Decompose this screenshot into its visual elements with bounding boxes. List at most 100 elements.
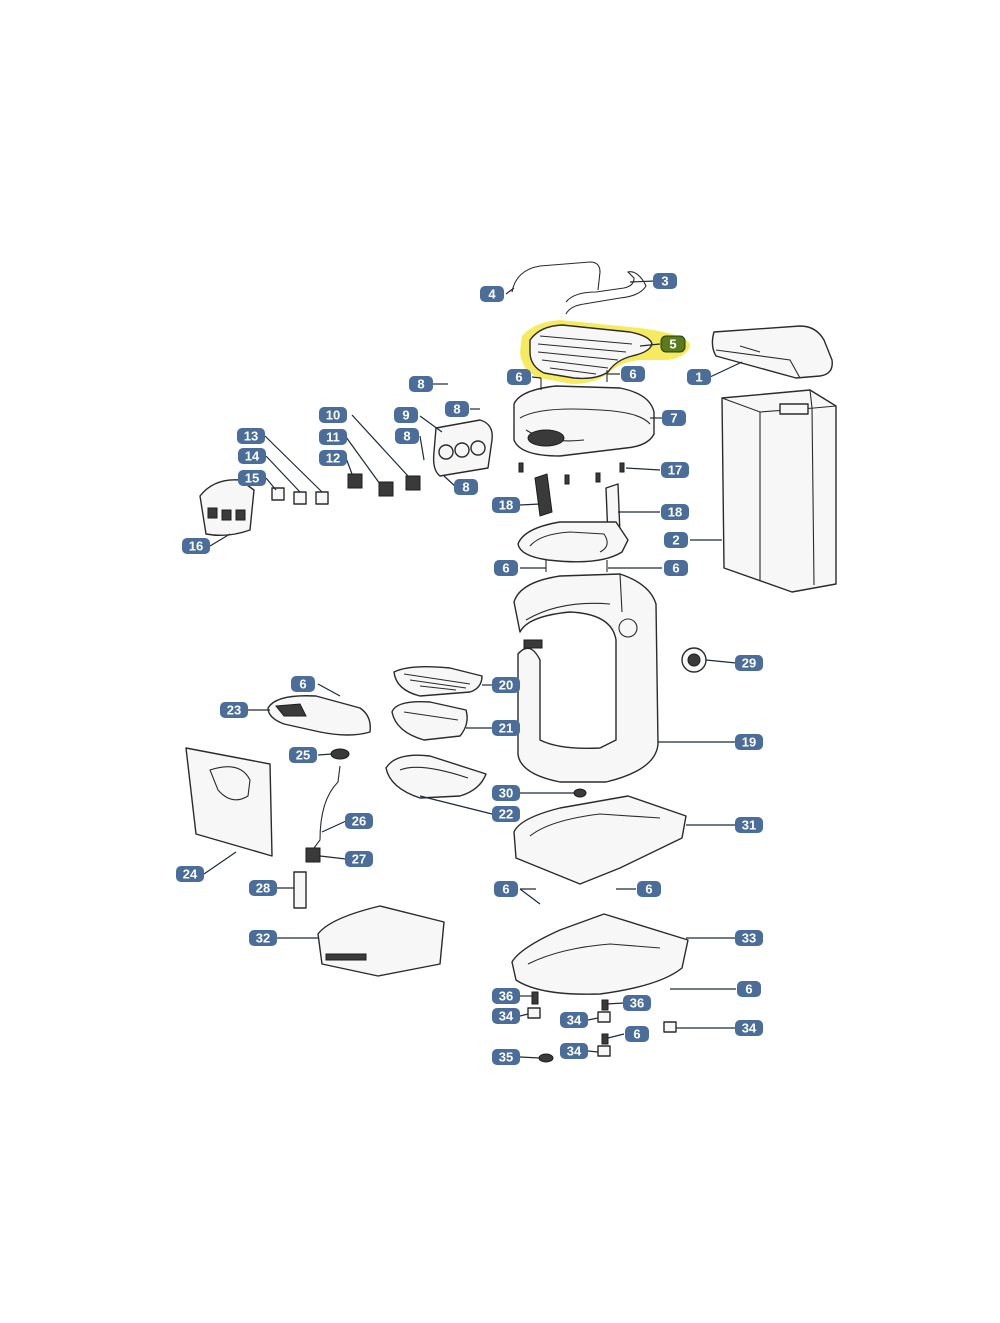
part-30-seal xyxy=(573,788,587,798)
callout-label: 8 xyxy=(403,429,410,444)
part-9-control-panel[interactable] xyxy=(432,419,493,477)
callout-c34d[interactable]: 34 xyxy=(560,1043,588,1059)
callout-c11[interactable]: 11 xyxy=(319,429,347,445)
callout-c33[interactable]: 33 xyxy=(735,930,763,946)
callout-c1[interactable]: 1 xyxy=(687,369,711,385)
part-26-tube xyxy=(313,765,341,849)
callout-c4[interactable]: 4 xyxy=(480,286,504,302)
callout-c6f[interactable]: 6 xyxy=(494,881,518,897)
part-19-main-housing[interactable] xyxy=(513,573,659,783)
callout-label: 18 xyxy=(499,498,513,513)
callout-c27[interactable]: 27 xyxy=(345,851,373,867)
callout-label: 23 xyxy=(227,703,241,718)
callout-c31[interactable]: 31 xyxy=(735,817,763,833)
callout-label: 21 xyxy=(499,721,513,736)
callout-c6g[interactable]: 6 xyxy=(637,881,661,897)
callout-c30[interactable]: 30 xyxy=(492,785,520,801)
callout-c15[interactable]: 15 xyxy=(238,470,266,486)
part-32-drawer[interactable] xyxy=(317,905,445,977)
callout-label: 9 xyxy=(402,408,409,423)
callout-c18b[interactable]: 18 xyxy=(661,504,689,520)
callout-c35[interactable]: 35 xyxy=(492,1049,520,1065)
part-33-bottom-plate[interactable] xyxy=(511,913,689,995)
part-24-flap[interactable] xyxy=(185,747,273,857)
part-27-valve xyxy=(305,847,321,863)
callout-label: 6 xyxy=(629,367,636,382)
callout-label: 3 xyxy=(661,274,668,289)
callout-c10[interactable]: 10 xyxy=(319,407,347,423)
callout-c29[interactable]: 29 xyxy=(735,655,763,671)
callout-label: 14 xyxy=(245,449,260,464)
callout-c8a[interactable]: 8 xyxy=(409,376,433,392)
part-2-water-tank[interactable] xyxy=(721,389,837,593)
callout-c6i[interactable]: 6 xyxy=(625,1026,649,1042)
callout-label: 11 xyxy=(326,430,340,445)
callout-label: 36 xyxy=(630,996,644,1011)
callout-c20[interactable]: 20 xyxy=(492,677,520,693)
callout-c6h[interactable]: 6 xyxy=(737,981,761,997)
callout-c13[interactable]: 13 xyxy=(237,428,265,444)
callout-label: 36 xyxy=(499,989,513,1004)
callout-label: 34 xyxy=(499,1009,514,1024)
callout-c3[interactable]: 3 xyxy=(653,273,677,289)
callout-c12[interactable]: 12 xyxy=(319,450,347,466)
callout-c6e[interactable]: 6 xyxy=(291,676,315,692)
part-18-left[interactable] xyxy=(534,473,553,517)
callout-c18a[interactable]: 18 xyxy=(492,497,520,513)
callout-c36a[interactable]: 36 xyxy=(492,988,520,1004)
part-5-grid[interactable] xyxy=(529,324,653,380)
callout-c16[interactable]: 16 xyxy=(182,538,210,554)
callout-c8c[interactable]: 8 xyxy=(395,428,419,444)
part-16-front-panel[interactable] xyxy=(199,479,255,537)
part-23-lid-piece[interactable] xyxy=(267,695,371,736)
callout-c21[interactable]: 21 xyxy=(492,720,520,736)
callout-c8b[interactable]: 8 xyxy=(445,401,469,417)
callout-label: 16 xyxy=(189,539,203,554)
callout-c6a[interactable]: 6 xyxy=(507,369,531,385)
callout-label: 18 xyxy=(668,505,682,520)
callout-label: 25 xyxy=(296,748,310,763)
callout-c36b[interactable]: 36 xyxy=(623,995,651,1011)
callout-c9[interactable]: 9 xyxy=(394,407,418,423)
callout-c34a[interactable]: 34 xyxy=(492,1008,520,1024)
callout-c6b[interactable]: 6 xyxy=(621,366,645,382)
callout-label: 10 xyxy=(326,408,340,423)
callout-label: 8 xyxy=(462,480,469,495)
callout-c34b[interactable]: 34 xyxy=(560,1012,588,1028)
callout-c28[interactable]: 28 xyxy=(249,880,277,896)
callout-label: 6 xyxy=(502,882,509,897)
part-21-holder[interactable] xyxy=(391,701,468,741)
callout-c17[interactable]: 17 xyxy=(661,462,689,478)
callout-label: 33 xyxy=(742,931,756,946)
callout-c19[interactable]: 19 xyxy=(735,734,763,750)
callout-c26[interactable]: 26 xyxy=(345,813,373,829)
callout-c14[interactable]: 14 xyxy=(238,448,266,464)
callout-c7[interactable]: 7 xyxy=(662,410,686,426)
callout-label: 17 xyxy=(668,463,682,478)
callout-c2[interactable]: 2 xyxy=(664,532,688,548)
part-20-filter[interactable] xyxy=(393,665,483,697)
part-1-lid[interactable] xyxy=(711,325,833,379)
callout-c32[interactable]: 32 xyxy=(249,930,277,946)
part-7-top-cover[interactable] xyxy=(513,385,655,457)
part-31-base-top[interactable] xyxy=(513,795,687,885)
callout-label: 32 xyxy=(256,931,270,946)
callout-label: 19 xyxy=(742,735,756,750)
callout-c25[interactable]: 25 xyxy=(289,747,317,763)
callout-label: 12 xyxy=(326,451,340,466)
callout-c6d[interactable]: 6 xyxy=(664,560,688,576)
callout-c6c[interactable]: 6 xyxy=(494,560,518,576)
callout-c5[interactable]: 5 xyxy=(660,335,686,353)
part-28-pipe xyxy=(293,871,307,909)
callout-c8d[interactable]: 8 xyxy=(454,479,478,495)
callout-c34c[interactable]: 34 xyxy=(735,1020,763,1036)
callout-c24[interactable]: 24 xyxy=(176,866,204,882)
callout-label: 22 xyxy=(499,807,513,822)
part-29-knob[interactable] xyxy=(681,647,707,673)
part-3-wire xyxy=(565,271,647,315)
callout-c22[interactable]: 22 xyxy=(492,806,520,822)
callout-c23[interactable]: 23 xyxy=(220,702,248,718)
part-22-ring[interactable] xyxy=(385,754,487,799)
callout-label: 15 xyxy=(245,471,259,486)
part-25-ring xyxy=(330,748,350,760)
